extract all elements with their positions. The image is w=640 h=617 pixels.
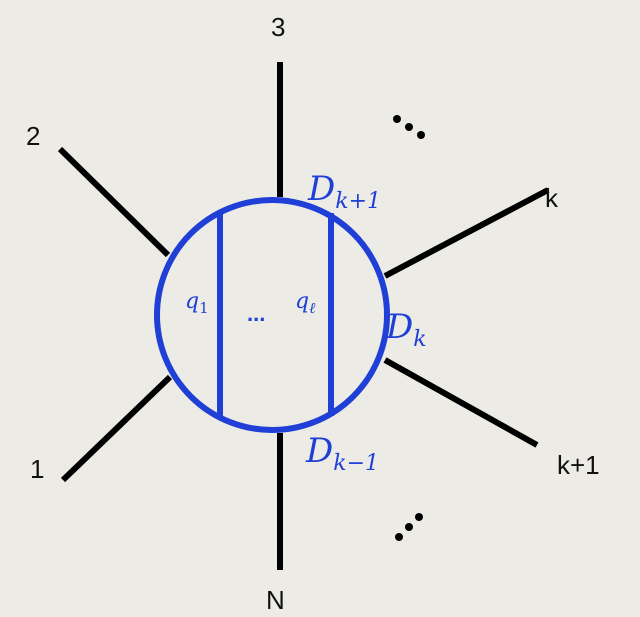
leg-label-3: 3 — [271, 12, 285, 42]
label-D-k-plus-1: Dk+1 — [307, 169, 381, 214]
continuation-dots-top — [393, 115, 425, 139]
continuation-dots-bottom — [395, 513, 423, 541]
label-D-k: Dk — [385, 307, 427, 352]
leg-label-2: 2 — [26, 121, 40, 151]
leg-2 — [57, 146, 171, 258]
loop-momenta-ellipsis: ... — [247, 301, 265, 326]
leg-label-k: k — [545, 183, 559, 213]
leg-1 — [60, 374, 173, 483]
leg-label-k-plus-1: k+1 — [557, 450, 600, 480]
leg-label-N: N — [266, 585, 285, 615]
loop-blob — [154, 197, 390, 433]
label-q-ell: qℓ — [295, 289, 315, 317]
label-D-k-minus-1: Dk−1 — [305, 431, 379, 476]
leg-k — [383, 187, 550, 279]
external-legs — [57, 62, 550, 570]
leg-k-plus-1 — [383, 357, 539, 448]
loop-circle — [154, 197, 390, 433]
leg-label-1: 1 — [30, 454, 44, 484]
label-q1: q1 — [185, 289, 209, 317]
